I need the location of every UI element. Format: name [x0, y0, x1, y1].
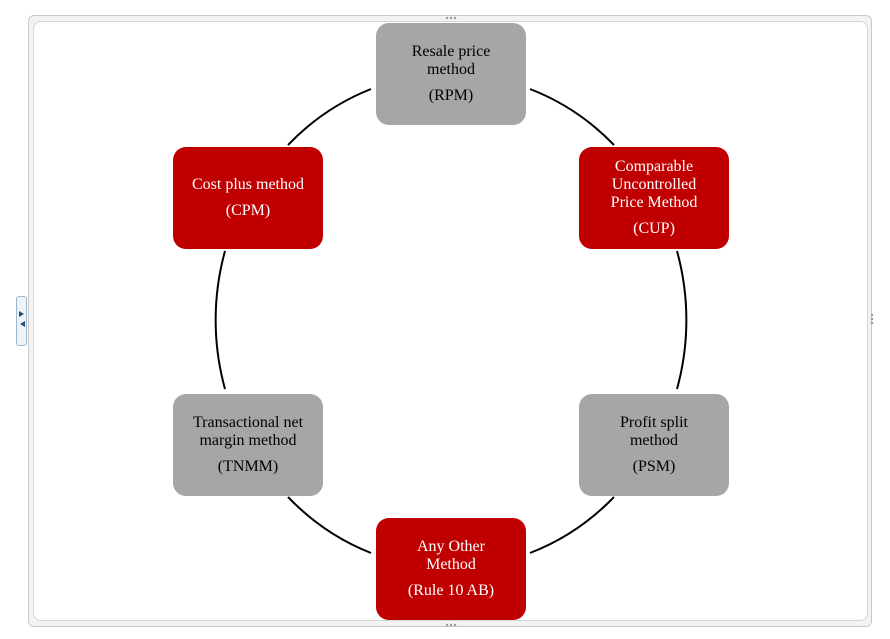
node-title: Comparable Uncontrolled Price Method: [610, 158, 698, 211]
node-profit-split-method[interactable]: Profit split method (PSM): [579, 394, 729, 496]
expand-arrow-icon: [19, 311, 24, 317]
text-pane-toggle[interactable]: [16, 296, 27, 346]
node-title: Any Other Method: [417, 538, 485, 573]
bottom-resize-handle[interactable]: [445, 623, 457, 627]
node-resale-price-method[interactable]: Resale price method (RPM): [376, 23, 526, 125]
node-any-other-method[interactable]: Any Other Method (Rule 10 AB): [376, 518, 526, 620]
node-title: Profit split method: [619, 414, 688, 449]
node-cost-plus-method[interactable]: Cost plus method (CPM): [173, 147, 323, 249]
node-abbreviation: (TNMM): [217, 458, 279, 475]
connector-arc-tnmm-cpm: [214, 250, 226, 390]
connector-arc-other-tnmm: [287, 496, 372, 554]
connector-arc-rpm-cup: [529, 88, 615, 146]
node-abbreviation: (Rule 10 AB): [407, 582, 495, 599]
collapse-arrow-icon: [20, 321, 25, 327]
top-resize-handle[interactable]: [445, 16, 457, 20]
node-comparable-uncontrolled-price-method[interactable]: Comparable Uncontrolled Price Method (CU…: [579, 147, 729, 249]
node-abbreviation: (CUP): [633, 220, 675, 237]
node-abbreviation: (PSM): [632, 458, 676, 475]
node-title: Resale price method: [411, 43, 491, 78]
node-transactional-net-margin-method[interactable]: Transactional net margin method (TNMM): [173, 394, 323, 496]
node-abbreviation: (RPM): [428, 87, 474, 104]
connector-arc-psm-other: [529, 496, 615, 554]
connector-arc-cup-psm: [676, 250, 688, 390]
node-title: Cost plus method: [191, 176, 304, 193]
right-resize-handle[interactable]: [870, 313, 874, 325]
connector-arc-cpm-rpm: [287, 88, 372, 146]
node-abbreviation: (CPM): [225, 202, 271, 219]
node-title: Transactional net margin method: [192, 414, 304, 449]
